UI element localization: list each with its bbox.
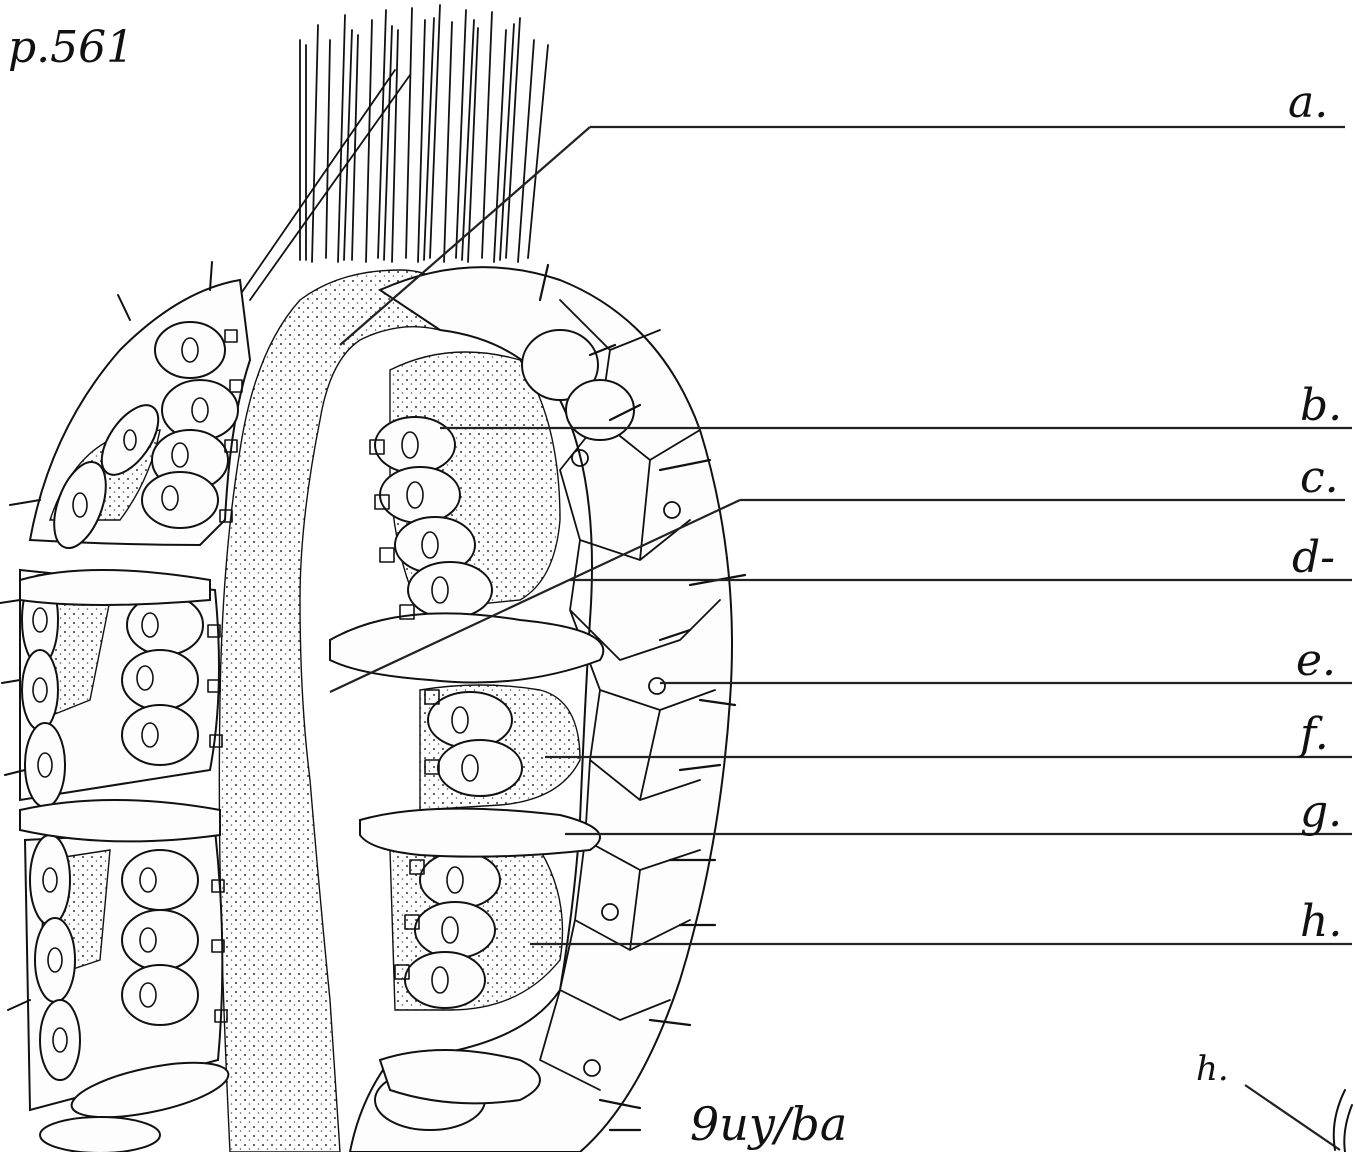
left-cell-column — [0, 262, 250, 1152]
label-c: c. — [1300, 452, 1339, 503]
label-f: f. — [1297, 709, 1329, 760]
label-g: g. — [1300, 786, 1342, 837]
label-e: e. — [1296, 635, 1336, 686]
label-h-corner: h. — [1196, 1049, 1229, 1089]
label-d: d- — [1292, 532, 1335, 583]
bristle-bundle — [242, 5, 548, 300]
label-b: b. — [1300, 380, 1342, 431]
label-group: a. b. c. d- e. f. g. h. h. — [1196, 77, 1342, 1089]
label-a: a. — [1288, 77, 1328, 128]
label-h: h. — [1300, 896, 1342, 947]
corner-fragment — [1334, 1090, 1352, 1152]
page-note: p.561 — [8, 22, 134, 73]
signature: 9uy/ba — [690, 1097, 847, 1151]
